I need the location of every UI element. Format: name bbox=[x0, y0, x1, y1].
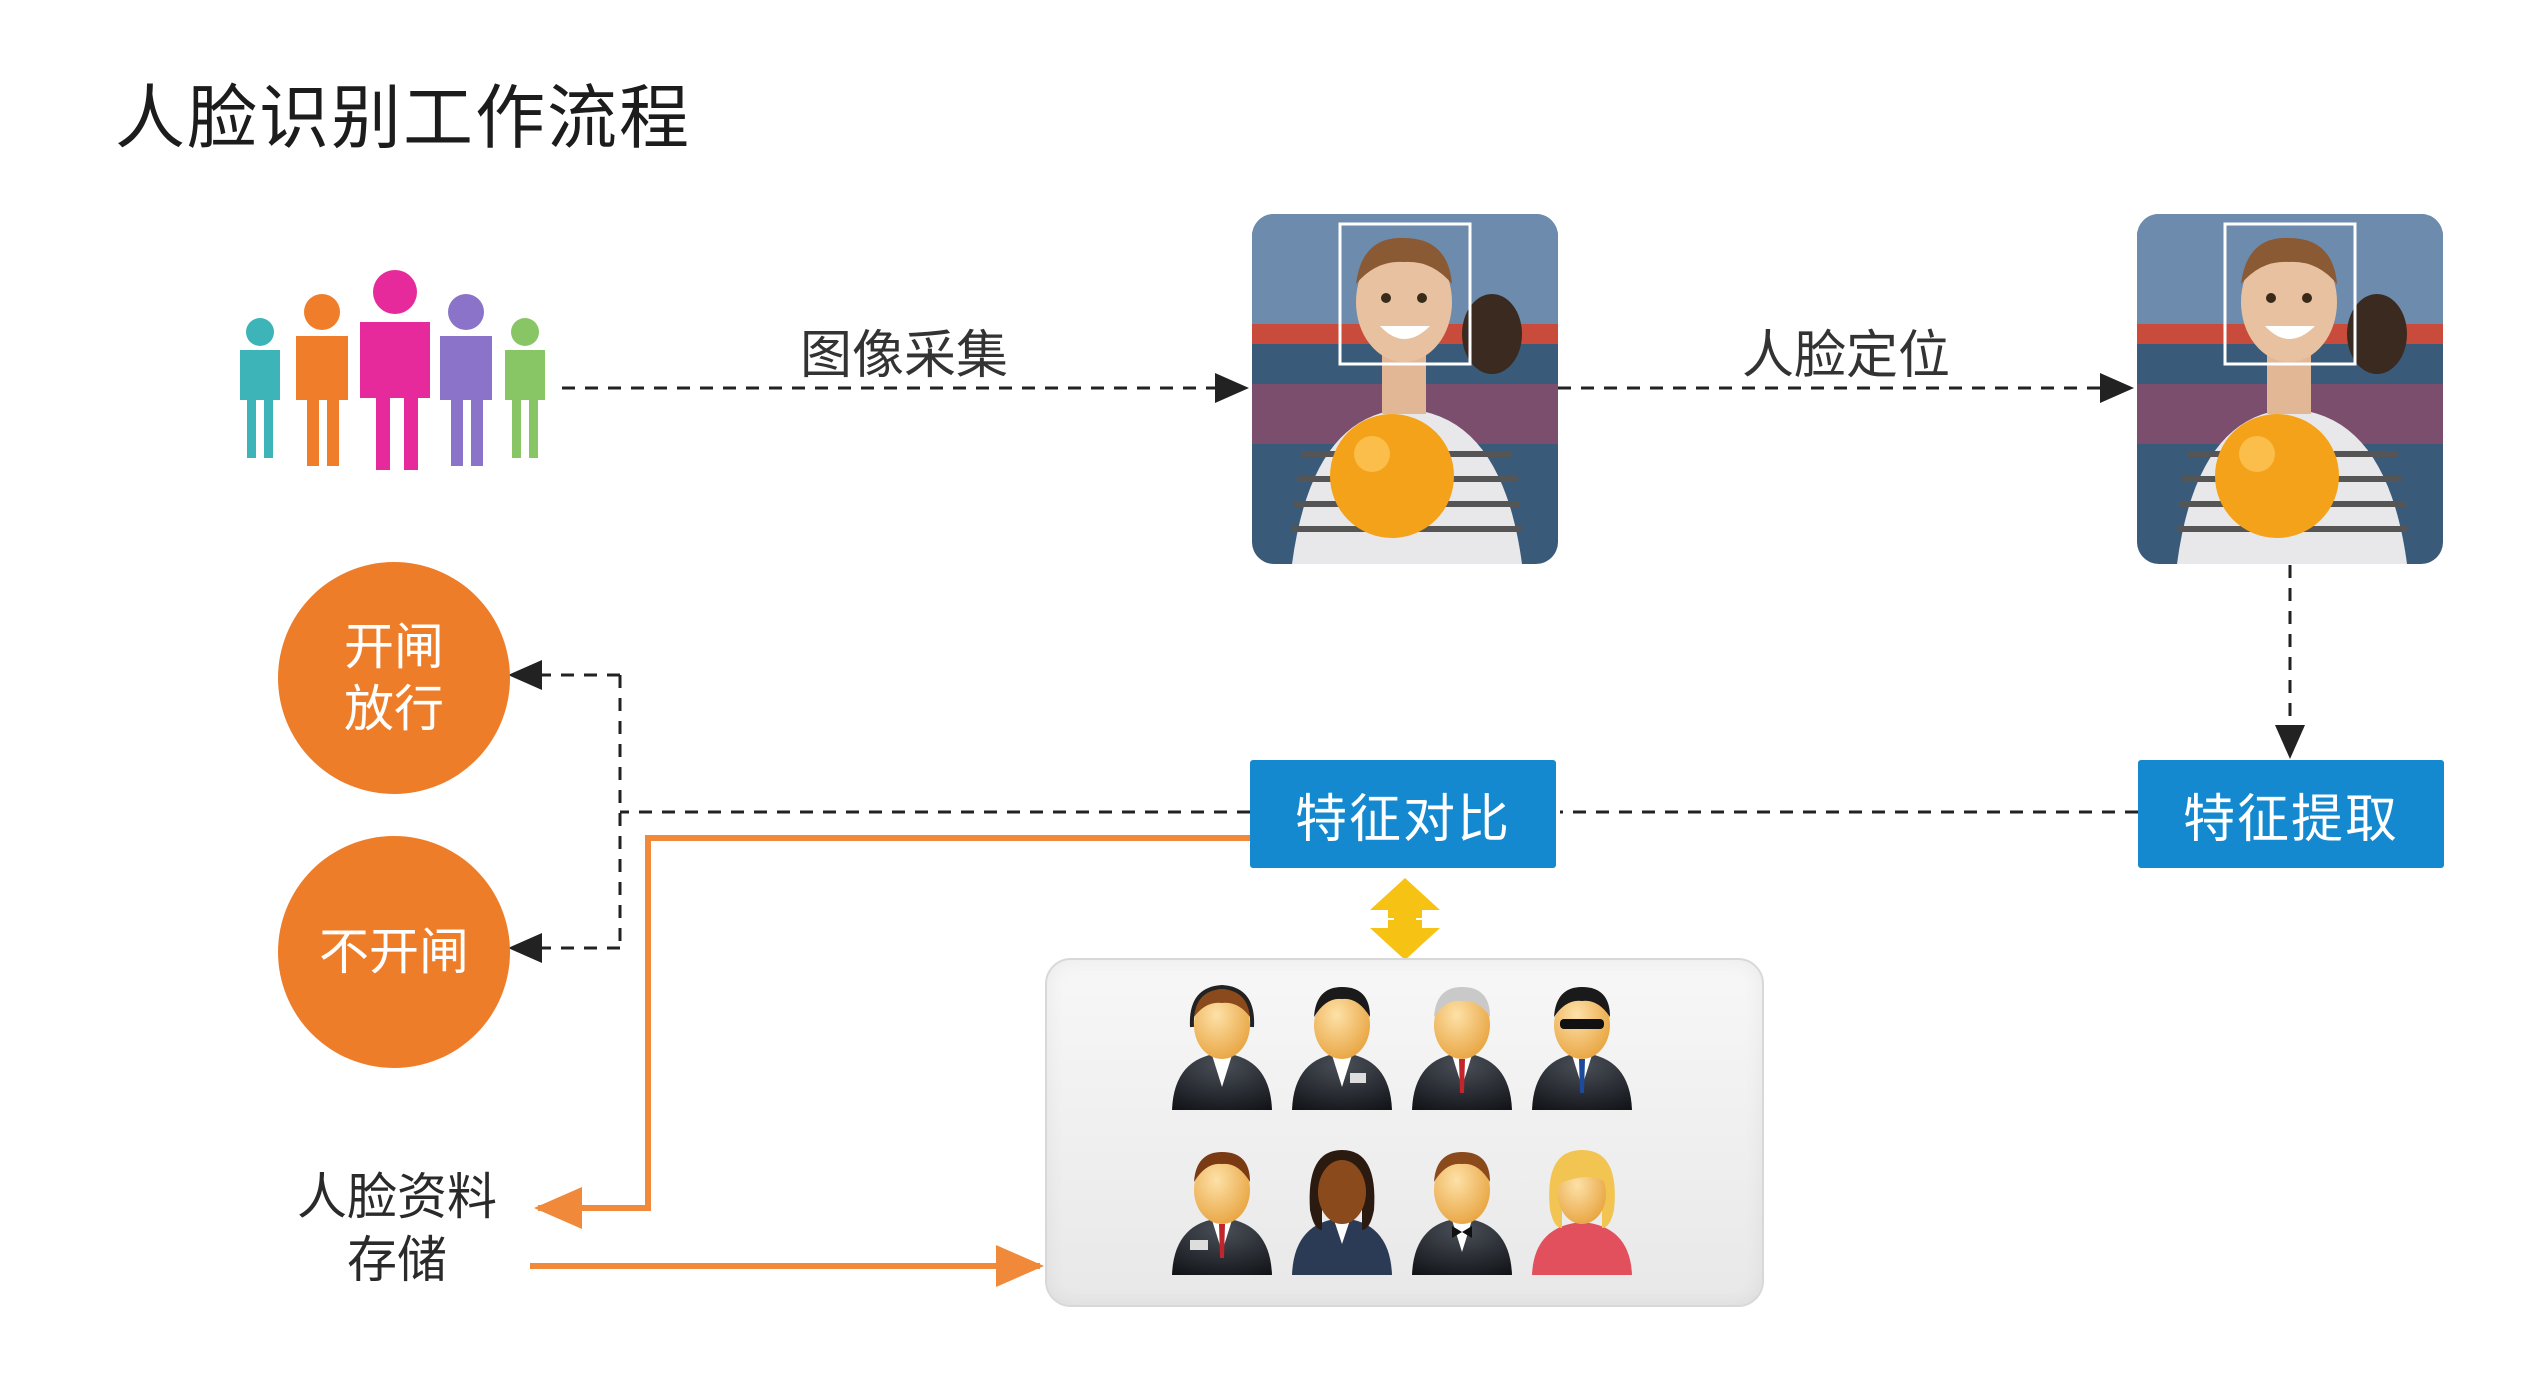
avatar-senior-man bbox=[1412, 987, 1512, 1110]
yellow-double-arrow bbox=[1370, 878, 1440, 960]
compare-box: 特征对比 bbox=[1250, 760, 1556, 868]
label-locate: 人脸定位 bbox=[1742, 326, 1951, 386]
storage-line2: 存储 bbox=[347, 1230, 447, 1289]
storage-line1: 人脸资料 bbox=[297, 1168, 497, 1226]
avatar-security-staff bbox=[1292, 987, 1392, 1110]
label-capture: 图像采集 bbox=[800, 326, 1009, 386]
deny-gate-circle: 不开闸 bbox=[278, 836, 510, 1068]
person-purple bbox=[440, 294, 492, 466]
deny-gate-label: 不开闸 bbox=[319, 922, 469, 981]
person-green bbox=[505, 318, 545, 458]
edge-compare-storage bbox=[534, 835, 1250, 1229]
open-gate-circle: 开闸 放行 bbox=[278, 562, 510, 794]
avatar-grid bbox=[1172, 984, 1632, 1275]
avatar-woman-dark bbox=[1292, 1150, 1392, 1275]
person-teal bbox=[240, 318, 280, 458]
person-orange bbox=[296, 294, 348, 466]
crowd-icon bbox=[240, 270, 545, 470]
extract-box: 特征提取 bbox=[2138, 760, 2444, 868]
page-title: 人脸识别工作流程 bbox=[115, 77, 691, 159]
person-magenta bbox=[360, 270, 430, 470]
face-storage-label: 人脸资料 存储 bbox=[282, 1166, 512, 1291]
avatar-badge-man bbox=[1172, 1152, 1272, 1275]
face-database-panel bbox=[1045, 958, 1764, 1307]
located-photo bbox=[2137, 214, 2443, 564]
open-gate-line1: 开闸 bbox=[344, 617, 444, 676]
avatar-bowtie-man bbox=[1412, 1152, 1512, 1275]
avatar-sunglasses-man bbox=[1532, 987, 1632, 1110]
avatar-blonde-woman bbox=[1532, 1150, 1632, 1275]
avatar-headset-agent bbox=[1172, 984, 1272, 1110]
captured-photo bbox=[1252, 214, 1558, 564]
open-gate-line2: 放行 bbox=[344, 680, 444, 738]
